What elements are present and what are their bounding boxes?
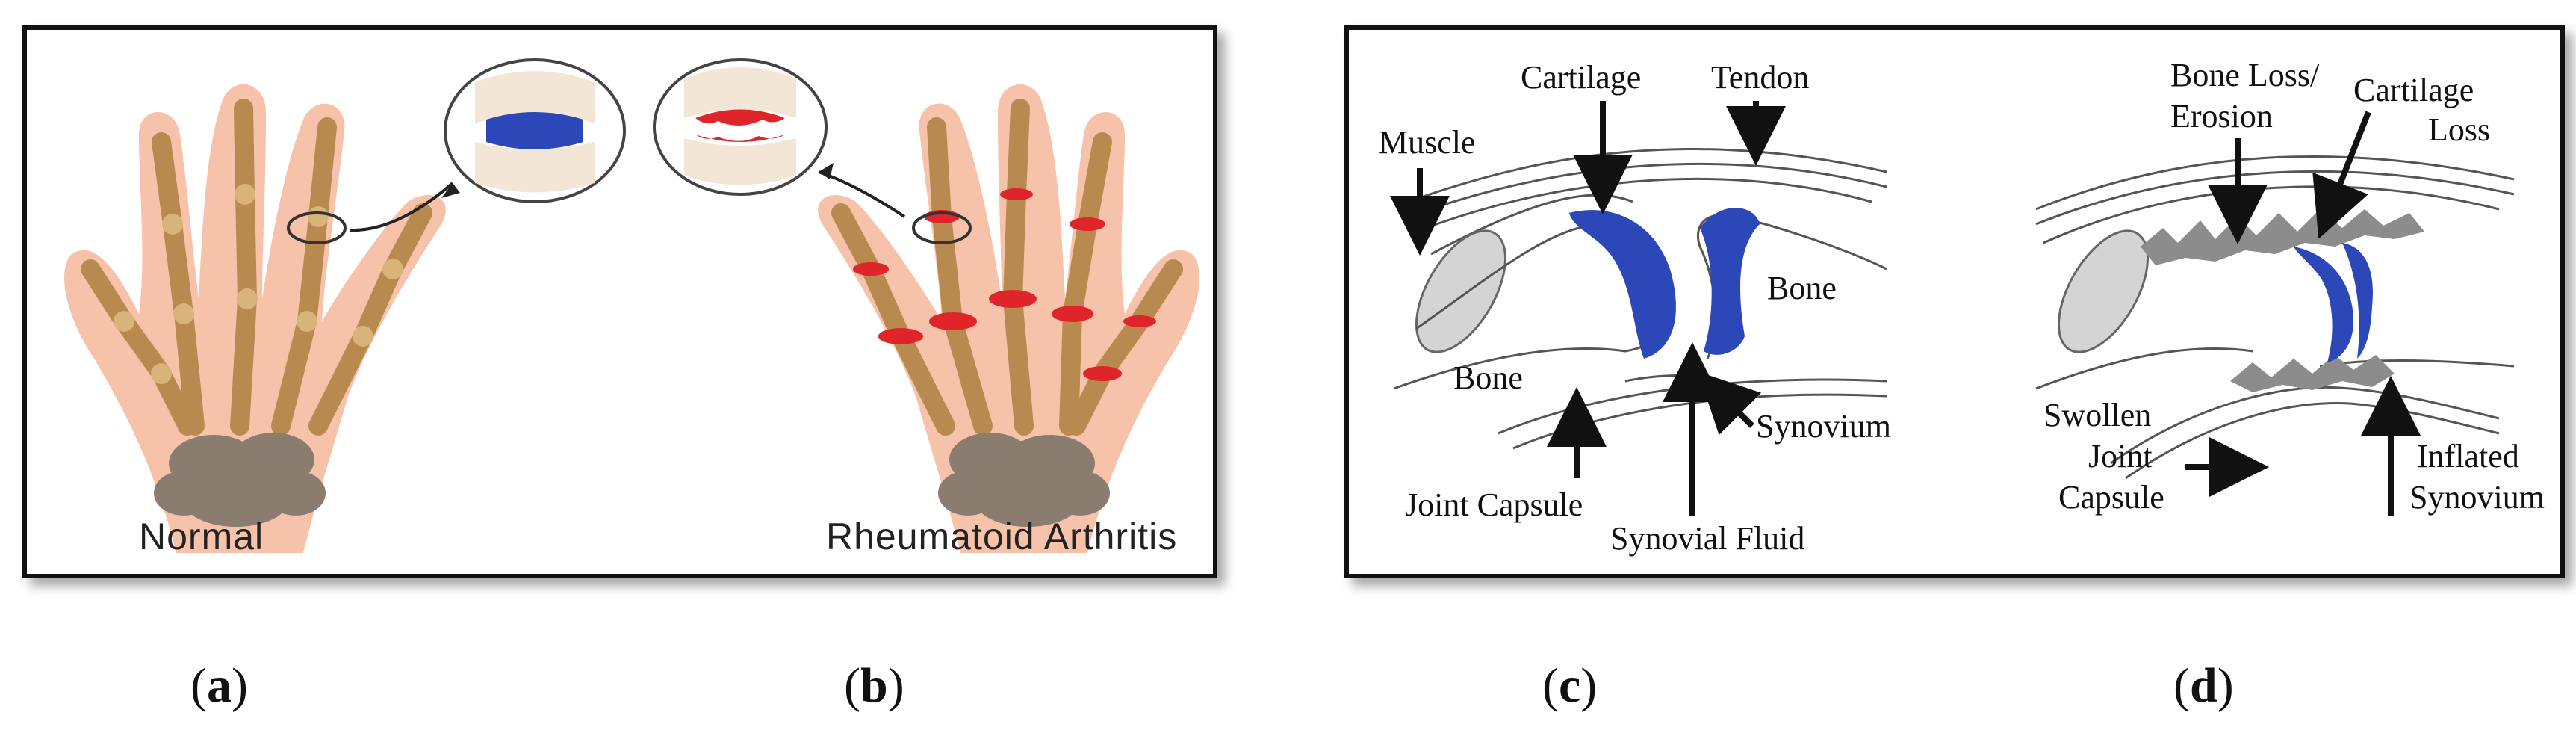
label-cartilage-loss-2: Loss [2428,111,2490,148]
label-bone-loss-1: Bone Loss/ [2170,57,2320,93]
label-bone-left: Bone [1453,359,1523,396]
hands-panel: Normal Rheumatoid Arthritis [22,25,1217,578]
label-joint-capsule: Joint Capsule [1405,486,1583,523]
label-tendon: Tendon [1711,59,1809,96]
sublabel-d: (d) [2173,658,2234,713]
normal-joint-zoom [444,58,626,203]
label-swollen-2: Joint [2088,438,2153,474]
label-swollen-1: Swollen [2043,397,2151,433]
sublabel-a: (a) [190,658,248,713]
normal-joint-highlight [287,211,347,244]
label-bone-loss-2: Erosion [2170,98,2273,135]
ra-carpal-bones [938,433,1110,527]
thinned-cartilage-right [2342,243,2373,359]
hands-illustration: Normal Rheumatoid Arthritis [64,58,1199,557]
arrows-d [2185,111,2421,516]
ra-joint-diagram [2035,155,2515,480]
normal-cartilage-left [1569,210,1676,359]
ra-joint-highlight [912,211,972,244]
label-cartilage-loss-1: Cartilage [2353,72,2474,108]
knuckle-joints [114,184,403,384]
carpal-bones [154,433,326,527]
inflated-synovium [2230,355,2395,392]
normal-hand [64,84,446,554]
label-inflated-1: Inflated [2417,438,2519,474]
joint-diagrams-panel: Cartilage Tendon Muscle Bone Bone Synovi… [1344,25,2565,578]
label-synovium: Synovium [1756,408,1891,445]
bone-erosion [2141,209,2424,265]
joint-diagrams: Cartilage Tendon Muscle Bone Bone Synovi… [1379,57,2545,557]
inflamed-joints [853,188,1156,456]
sublabel-b: (b) [844,658,904,713]
label-synovial-fluid: Synovial Fluid [1610,520,1804,557]
normal-cartilage-right [1700,208,1760,355]
ra-caption: Rheumatoid Arthritis [826,516,1177,557]
label-bone-right: Bone [1767,270,1837,306]
arrows-c [1390,101,1786,516]
thinned-cartilage-left [2294,247,2353,362]
normal-caption: Normal [139,516,264,557]
label-cartilage: Cartilage [1521,59,1641,96]
ra-joint-zoom [653,58,828,196]
ra-hand [818,84,1199,554]
sublabel-c: (c) [1542,658,1598,713]
normal-pointer-arrow [349,182,454,232]
ra-inflammation-bottom [695,135,785,142]
normal-cartilage [486,112,583,149]
label-muscle: Muscle [1379,124,1476,161]
label-inflated-2: Synovium [2409,479,2545,516]
label-swollen-3: Capsule [2058,479,2164,516]
ra-inflammation-top [695,109,785,126]
